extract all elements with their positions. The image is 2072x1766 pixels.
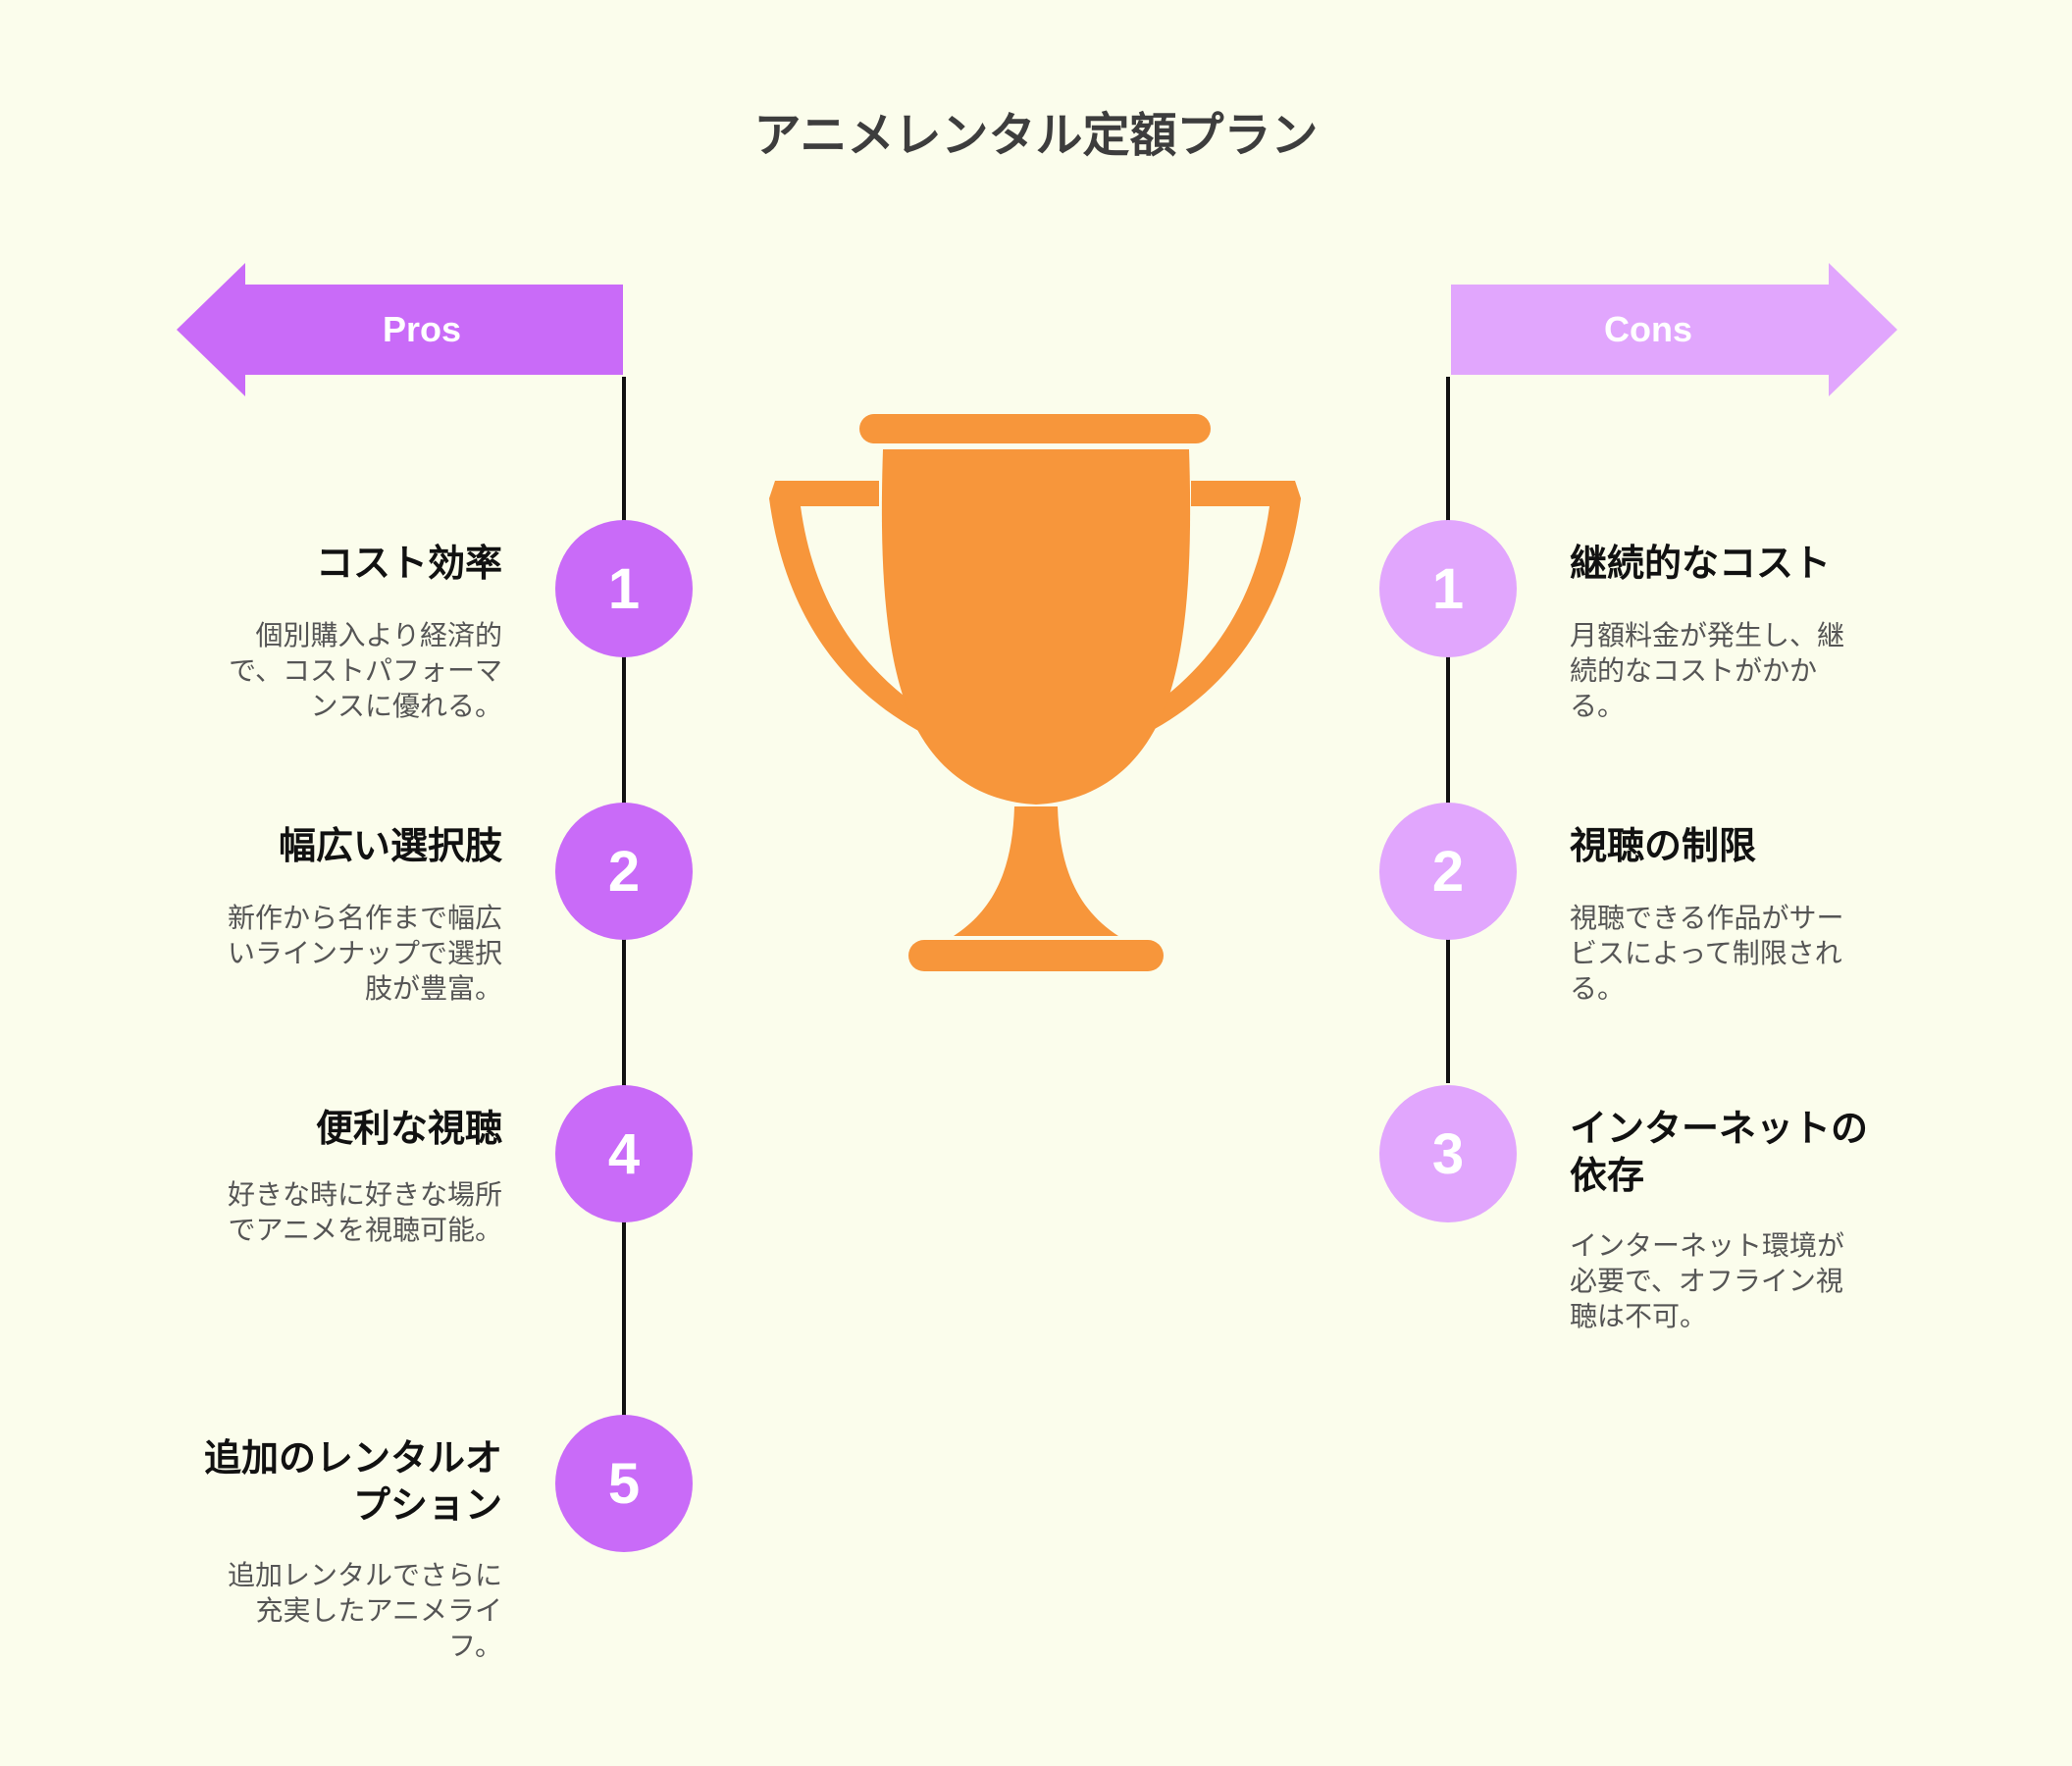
page-title: アニメレンタル定額プラン [753, 108, 1319, 163]
pros-item-description: 新作から名作まで幅広いラインナップで選択肢が豊富。 [227, 902, 502, 1005]
cons-item-description: 月額料金が発生し、継続的なコストがかかる。 [1570, 619, 1845, 722]
cons-item-description: インターネット環境が必要で、オフライン視聴は不可。 [1570, 1229, 1845, 1332]
cons-item-number: 1 [1379, 520, 1517, 657]
pros-label: Pros [382, 309, 462, 349]
cons-item-title: インターネットの依存 [1570, 1107, 1869, 1197]
pros-item-number: 4 [555, 1085, 693, 1222]
pros-item-title: 幅広い選択肢 [278, 824, 502, 867]
cons-timeline-line [1446, 377, 1450, 1083]
pros-item-description: 好きな時に好きな場所でアニメを視聴可能。 [227, 1178, 502, 1246]
trophy-icon [769, 414, 1301, 971]
cons-item-number: 3 [1379, 1085, 1517, 1222]
pros-item-title: 便利な視聴 [315, 1107, 502, 1150]
pros-item-number: 2 [555, 803, 693, 940]
cons-label: Cons [1604, 309, 1692, 349]
cons-item-title: 継続的なコスト [1570, 542, 1832, 585]
pros-item-description: 追加レンタルでさらに充実したアニメライフ。 [227, 1559, 502, 1662]
cons-arrow-banner [1451, 263, 1897, 396]
pros-item-number: 5 [555, 1415, 693, 1552]
pros-item-title: コスト効率 [315, 542, 502, 585]
pros-item-title: 追加のレンタルオプション [203, 1436, 502, 1527]
pros-item-number: 1 [555, 520, 693, 657]
pros-arrow-banner [177, 263, 623, 396]
cons-item-description: 視聴できる作品がサービスによって制限される。 [1570, 902, 1844, 1005]
cons-item-number: 2 [1379, 803, 1517, 940]
pros-item-description: 個別購入より経済的で、コストパフォーマンスに優れる。 [229, 619, 502, 722]
cons-item-title: 視聴の制限 [1570, 824, 1757, 867]
